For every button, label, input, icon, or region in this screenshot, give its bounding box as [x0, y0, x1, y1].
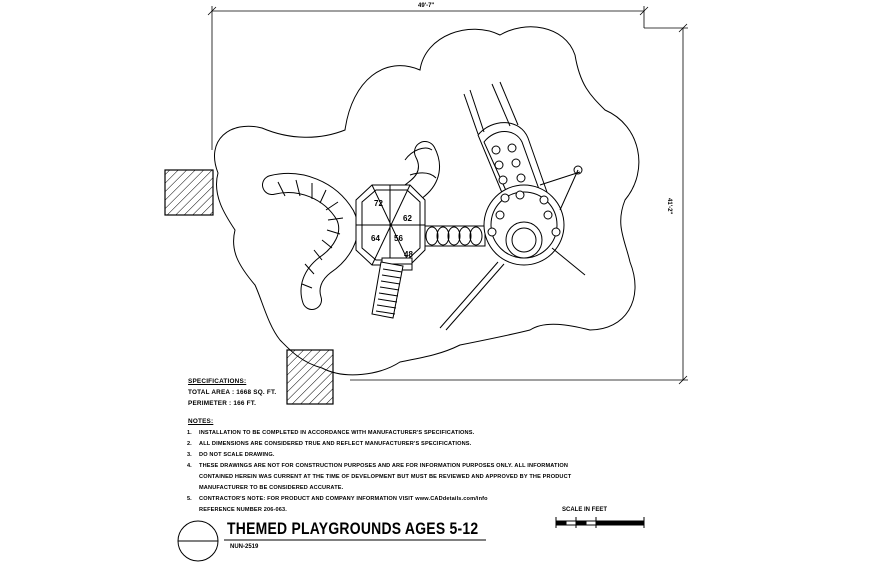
note-number: 4. [187, 463, 192, 469]
height-dimension-line [350, 23, 688, 385]
note-line: REFERENCE NUMBER 206-063. [199, 507, 287, 513]
note-line: CONTRACTOR'S NOTE: FOR PRODUCT AND COMPA… [199, 496, 488, 502]
deck-height-labels: 72 62 64 56 48 [371, 199, 413, 259]
rocket-tower [477, 122, 565, 266]
deck-height-62: 62 [403, 214, 412, 223]
note-line: INSTALLATION TO BE COMPLETED IN ACCORDAN… [199, 430, 475, 436]
drawing-title: THEMED PLAYGROUNDS AGES 5-12 [227, 519, 479, 538]
width-dimension-line [207, 6, 649, 150]
deck-height-64: 64 [371, 234, 380, 243]
drawing-code: NUN-2519 [230, 544, 259, 550]
note-number: 3. [187, 452, 192, 458]
height-dimension-label: 41'-2" [666, 198, 672, 215]
note-number: 1. [187, 430, 192, 436]
note-line: ALL DIMENSIONS ARE CONSIDERED TRUE AND R… [199, 441, 472, 447]
note-line: MANUFACTURER TO BE CONSIDERED ACCURATE. [199, 485, 344, 491]
safety-surface-outline [213, 26, 640, 376]
note-number: 5. [187, 496, 192, 502]
step-ladder [371, 261, 404, 319]
scale-label: SCALE IN FEET [562, 507, 608, 513]
scale-bar [555, 517, 645, 528]
entry-pad-left [164, 169, 214, 216]
deck-height-56: 56 [394, 234, 403, 243]
note-line: DO NOT SCALE DRAWING. [199, 452, 275, 458]
deck-height-48: 48 [404, 250, 413, 259]
specifications-heading: SPECIFICATIONS: [188, 378, 247, 385]
tube-bridge [424, 225, 486, 247]
entry-pad-bottom [286, 349, 334, 405]
notes-heading: NOTES: [188, 418, 214, 425]
note-number: 2. [187, 441, 192, 447]
deck-cluster [355, 184, 426, 271]
deck-height-72: 72 [374, 199, 383, 208]
note-line: THESE DRAWINGS ARE NOT FOR CONSTRUCTION … [199, 463, 569, 469]
support-poles [439, 81, 586, 331]
note-line: CONTAINED HEREIN WAS CURRENT AT THE TIME… [199, 474, 572, 480]
perimeter: PERIMETER : 166 FT. [188, 400, 257, 407]
width-dimension-label: 49'-7" [418, 3, 435, 9]
curvy-slide-lower [262, 173, 359, 310]
title-circle [177, 520, 219, 562]
total-area: TOTAL AREA : 1668 SQ. FT. [188, 389, 277, 396]
